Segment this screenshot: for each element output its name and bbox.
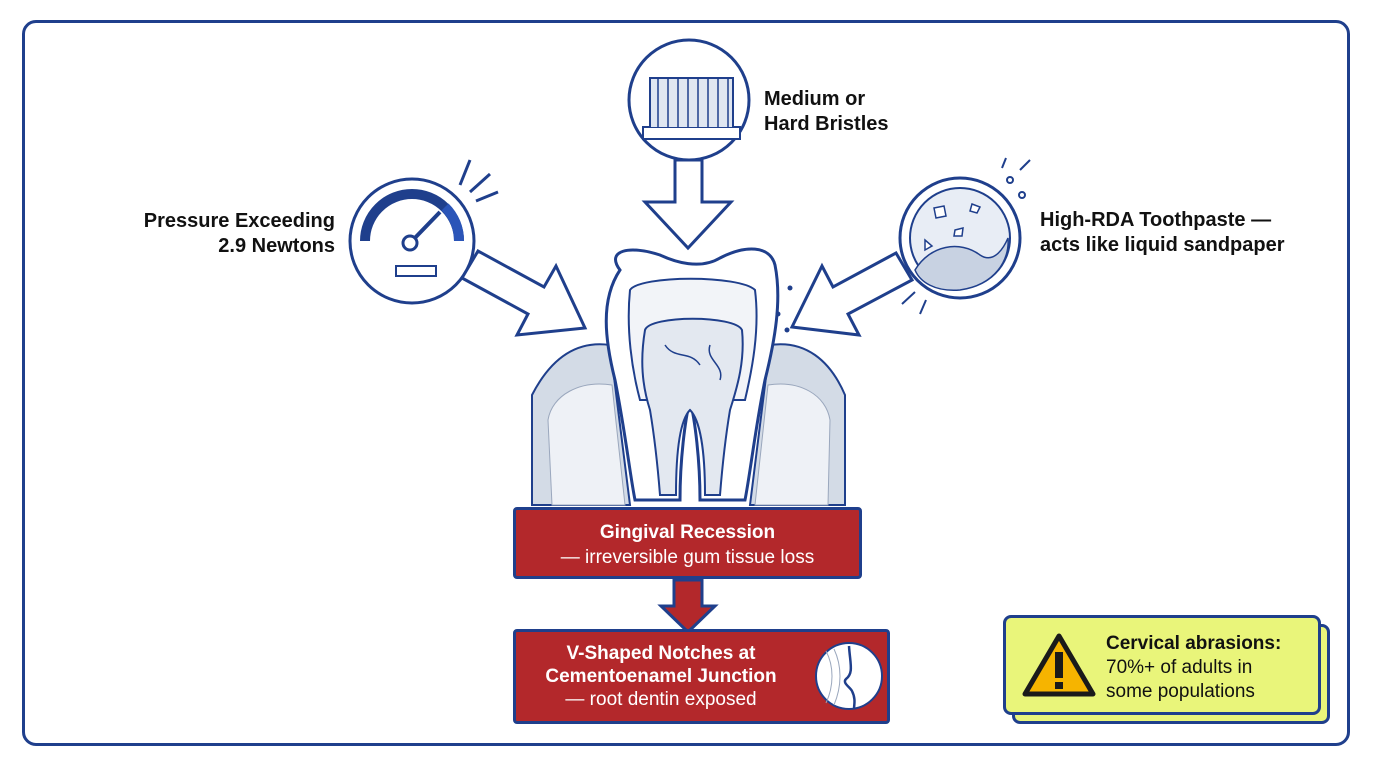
notch-title-line1: V-Shaped Notches at [566,643,756,664]
notch-closeup-icon [815,642,883,710]
notch-title-line2: Cementoenamel Junction [545,666,777,687]
toothpaste-label-line1: High-RDA Toothpaste — [1040,209,1272,231]
toothbrush-icon [627,38,751,162]
arrow-from-toothpaste [789,250,915,337]
pressure-label-line1: Pressure Exceeding [143,210,335,232]
notch-detail: — root dentin exposed [565,689,757,710]
arrow-recession-to-notches [657,578,719,635]
gum-tissue [531,343,846,506]
pressure-label-line2: 2.9 Newtons [218,235,335,257]
bristle-label-line2: Hard Bristles [764,113,889,135]
stat-line3: some populations [1106,681,1255,702]
recession-box: Gingival Recession — irreversible gum ti… [513,507,862,579]
toothpaste-label: High-RDA Toothpaste — acts like liquid s… [1040,208,1330,258]
arrow-from-bristles [641,158,735,251]
pressure-gauge-icon [348,159,499,305]
pressure-label: Pressure Exceeding 2.9 Newtons [100,209,335,259]
toothpaste-label-line2: acts like liquid sandpaper [1040,234,1285,256]
stat-line1: Cervical abrasions: [1106,633,1282,654]
stat-line2: 70%+ of adults in [1106,657,1253,678]
bristle-label-line1: Medium or [764,88,866,110]
warning-icon [1022,633,1096,697]
stat-card: Cervical abrasions: 70%+ of adults in so… [1003,615,1321,715]
recession-title: Gingival Recession [599,522,776,543]
notch-box: V-Shaped Notches at Cementoenamel Juncti… [513,629,890,724]
recession-detail: — irreversible gum tissue loss [560,547,815,568]
arrow-from-pressure [459,248,588,337]
diagram-frame [22,20,1350,746]
tooth-icon [604,247,780,502]
abrasive-particles-icon [775,157,1031,333]
bristle-label: Medium or Hard Bristles [764,87,1004,137]
